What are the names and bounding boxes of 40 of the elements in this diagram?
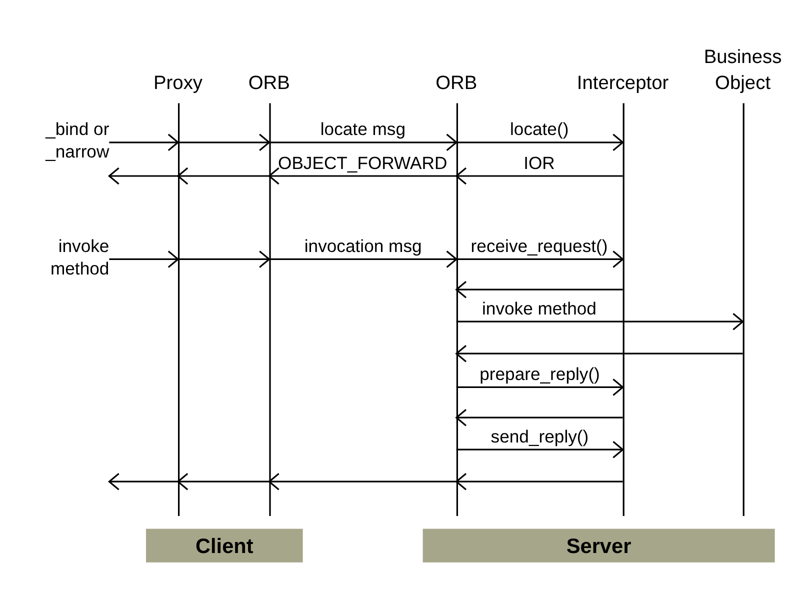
participant-name: Interceptor: [576, 70, 670, 96]
message-arrow: [109, 134, 179, 152]
edge-label: prepare_reply(): [480, 366, 600, 385]
message-arrow: [456, 440, 624, 458]
message-arrow: [108, 167, 178, 185]
edge-label: send_reply(): [490, 428, 589, 448]
message-arrow: [108, 472, 178, 490]
message-arrow: [177, 472, 270, 490]
tier-bar: Client: [146, 528, 303, 562]
message-arrow: [456, 312, 744, 330]
message-text: _bind or _narrow: [21, 119, 110, 168]
participant-name: ORB: [434, 70, 478, 96]
edge-label: invoke method: [482, 300, 596, 320]
message-text: invoke method: [21, 236, 110, 284]
edge-label: receive_request(): [470, 238, 608, 257]
message-arrow: [178, 134, 270, 152]
participant-name: ORB: [247, 70, 291, 96]
edge-label: locate(): [510, 120, 569, 140]
message-arrow: [177, 167, 270, 185]
message-arrow: [268, 167, 456, 185]
message-arrow: [178, 250, 270, 268]
participant-name: Proxy: [152, 70, 204, 96]
message-arrow: [456, 408, 623, 426]
edge-label: IOR: [524, 154, 555, 174]
message-arrow: [456, 250, 624, 268]
message-arrow: [269, 134, 458, 152]
message-arrow: [456, 167, 623, 185]
message-arrow: [456, 344, 743, 362]
participant-name: Business Object: [702, 44, 783, 96]
message-arrow: [456, 472, 623, 490]
message-arrow: [109, 250, 179, 268]
message-arrow: [269, 250, 458, 268]
message-arrow: [268, 472, 456, 490]
edge-label: invocation msg: [304, 238, 422, 257]
message-arrow: [456, 134, 624, 152]
tier-bar: Server: [422, 528, 775, 562]
message-arrow: [456, 280, 623, 298]
message-arrow: [456, 378, 624, 396]
edge-label: locate msg: [320, 120, 406, 140]
edge-label: OBJECT_FORWARD: [278, 154, 448, 174]
